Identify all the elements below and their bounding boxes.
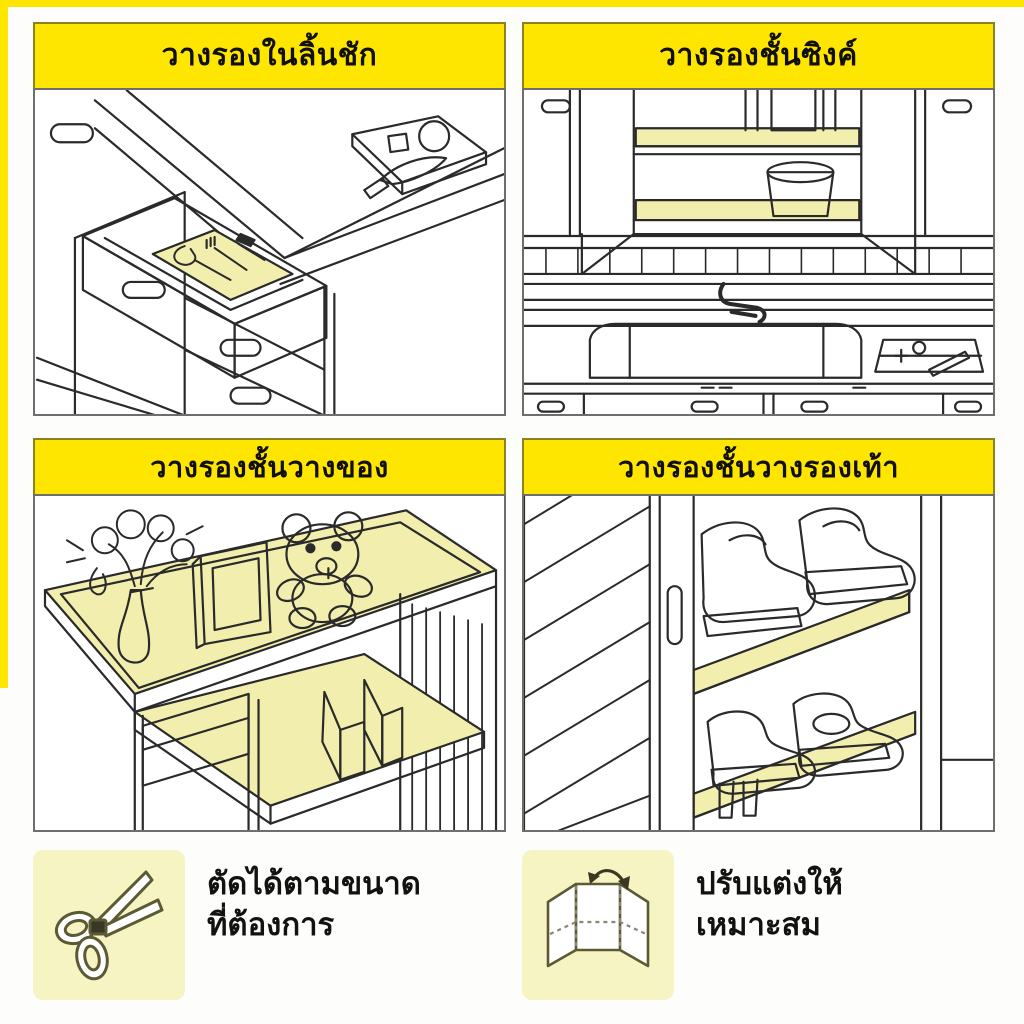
feature-adjust-fit-line1: ปรับแต่งให้ [696,866,843,902]
feature-cut-to-size-text: ตัดได้ตามขนาด ที่ต้องการ [207,850,421,946]
panel-storage-shelf: วางรองชั้นวางของ [33,438,506,832]
panel-shoe-shelf-header: วางรองชั้นวางรองเท้า [522,438,995,494]
panel-drawer: วางรองในลิ้นชัก [33,22,506,416]
panel-storage-shelf-title: วางรองชั้นวางของ [150,449,389,484]
panel-shoe-shelf: วางรองชั้นวางรองเท้า [522,438,995,832]
folding-mat-icon [522,850,674,1000]
sink-cabinet-shelf-liner-illustration [522,88,995,416]
panel-storage-shelf-header: วางรองชั้นวางของ [33,438,506,494]
scissors-icon [33,850,185,1000]
feature-cut-to-size: ตัดได้ตามขนาด ที่ต้องการ [33,850,503,1010]
panel-sink-shelf: วางรองชั้นซิงค์ [522,22,995,416]
feature-row: ตัดได้ตามขนาด ที่ต้องการ [33,850,995,1010]
display-shelf-liner-illustration [33,494,506,832]
top-accent-band [0,0,1024,7]
feature-adjust-fit-line2: เหมาะสม [696,906,821,943]
feature-cut-to-size-line1: ตัดได้ตามขนาด [207,866,421,902]
shoe-cabinet-liner-illustration [522,494,995,832]
panel-grid: วางรองในลิ้นชัก [33,22,995,832]
feature-adjust-fit-text: ปรับแต่งให้ เหมาะสม [696,850,843,946]
feature-adjust-fit: ปรับแต่งให้ เหมาะสม [522,850,992,1010]
feature-cut-to-size-line2: ที่ต้องการ [207,906,335,943]
panel-drawer-header: วางรองในลิ้นชัก [33,22,506,88]
panel-drawer-title: วางรองในลิ้นชัก [161,38,378,73]
panel-shoe-shelf-title: วางรองชั้นวางรองเท้า [617,449,900,484]
kitchen-drawer-liner-illustration [33,88,506,416]
left-accent-band [0,0,8,688]
panel-sink-shelf-title: วางรองชั้นซิงค์ [659,38,858,73]
panel-sink-shelf-header: วางรองชั้นซิงค์ [522,22,995,88]
